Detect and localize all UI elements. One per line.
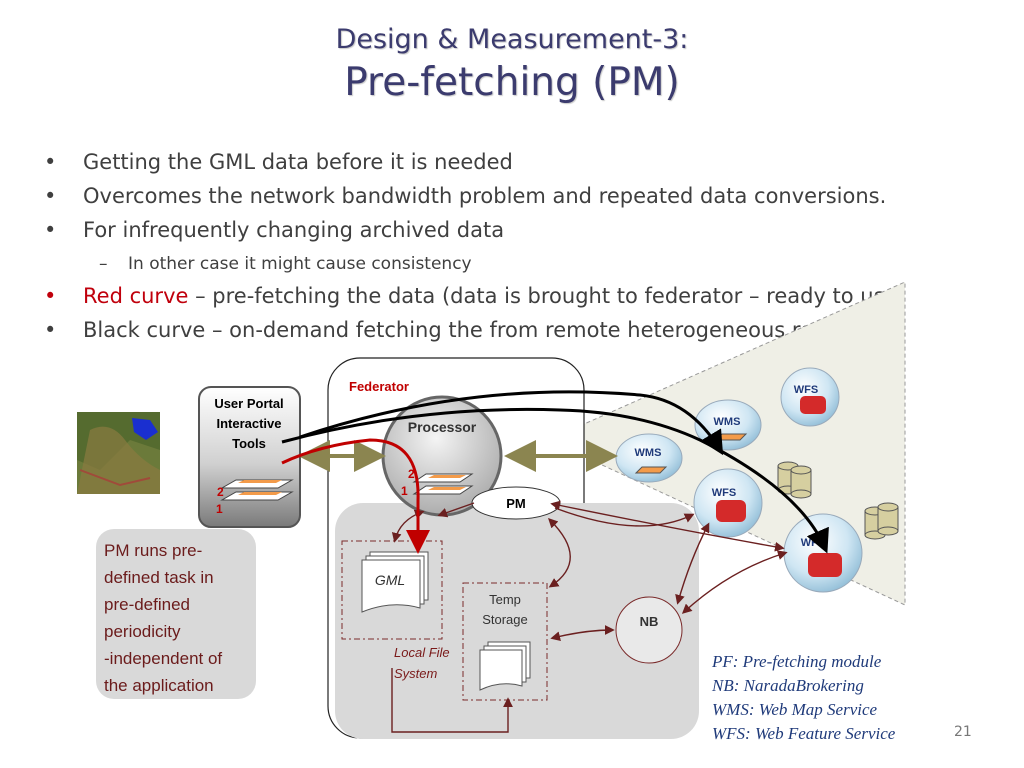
bullet-text: – pre-fetching the data (data is brought… <box>188 284 906 308</box>
temp-documents-icon <box>479 641 531 691</box>
red-curve <box>281 438 430 554</box>
user-portal-label-2: Interactive <box>216 416 281 431</box>
sub-bullet-text: In other case it might cause consistency <box>128 254 472 274</box>
federator-label: Federator <box>349 379 409 394</box>
sub-bullet-item: –In other case it might cause consistenc… <box>99 254 472 274</box>
abbreviation-legend: PF: Pre-fetching module NB: NaradaBroker… <box>712 650 895 746</box>
local-fs-label-1: Local File <box>394 645 450 660</box>
note-line: PM runs pre- <box>104 541 203 560</box>
user-portal-label-3: Tools <box>232 436 266 451</box>
pm-note-box: PM runs pre- defined task in pre-defined… <box>96 529 256 699</box>
gml-documents-icon <box>361 551 429 613</box>
legend-item: WFS: Web Feature Service <box>712 724 896 743</box>
processor-layer-1-label: 1 <box>401 484 408 498</box>
bullet-item: •Getting the GML data before it is neede… <box>44 150 513 174</box>
temp-storage-label-2: Storage <box>482 612 528 627</box>
black-curve-branch <box>299 390 724 456</box>
bullet-text: Getting the GML data before it is needed <box>83 150 513 174</box>
legend-item: NB: NaradaBrokering <box>712 676 864 695</box>
title-line-1: Design & Measurement-3: <box>335 24 689 55</box>
bullet-item: •For infrequently changing archived data <box>44 218 505 242</box>
wfs-server-top <box>780 367 840 427</box>
temp-storage-label-1: Temp <box>489 592 521 607</box>
user-portal-label-1: User Portal <box>214 396 283 411</box>
page-number: 21 <box>954 724 972 740</box>
database-icon-upper <box>777 461 812 499</box>
bullet-item: •Black curve – on-demand fetching the fr… <box>44 318 894 342</box>
wms-mid-label: WMS <box>714 416 741 428</box>
database-icon-lower <box>864 502 899 540</box>
local-file-system-box <box>341 540 443 640</box>
nb-node <box>615 596 683 664</box>
legend-item: WMS: Web Map Service <box>712 700 878 719</box>
nb-label: NB <box>640 614 659 629</box>
black-curve <box>281 407 829 554</box>
satellite-map-image <box>77 412 160 494</box>
wms-left-label: WMS <box>635 447 662 459</box>
bullet-list: •Getting the GML data before it is neede… <box>44 146 1004 348</box>
wfs-server-bottom <box>783 513 863 593</box>
note-line: defined task in <box>104 568 214 587</box>
wfs-mid-label: WFS <box>712 487 736 499</box>
processor-layer-2-label: 2 <box>408 467 415 481</box>
bullet-text: Overcomes the network bandwidth problem … <box>83 184 887 208</box>
portal-layer-1-label: 1 <box>216 502 223 516</box>
bullet-text: Black curve – on-demand fetching the fro… <box>83 318 894 342</box>
note-line: -independent of <box>104 649 223 668</box>
title-line-2: Pre-fetching (PM) <box>344 60 680 105</box>
processor-label: Processor <box>408 419 477 435</box>
note-line: pre-defined <box>104 595 191 614</box>
slide-title: Design & Measurement-3: Pre-fetching (PM… <box>0 22 1024 108</box>
bullet-item: •Overcomes the network bandwidth problem… <box>44 184 887 208</box>
red-curve-label: Red curve <box>83 284 189 308</box>
wfs-top-label: WFS <box>794 384 818 396</box>
portal-layers-icon <box>220 479 294 501</box>
local-fs-label-2: System <box>394 666 438 681</box>
processor-layers-icon <box>412 473 474 495</box>
maroon-connectors <box>391 500 788 733</box>
note-line: periodicity <box>104 622 181 641</box>
wfs-server-mid <box>693 468 763 538</box>
portal-layer-2-label: 2 <box>217 485 224 499</box>
bullet-item: •Red curve – pre-fetching the data (data… <box>44 284 906 308</box>
gml-label: GML <box>375 572 405 588</box>
legend-item: PF: Pre-fetching module <box>712 652 882 671</box>
bullet-text: For infrequently changing archived data <box>83 218 505 242</box>
pm-label: PM <box>506 496 526 511</box>
wms-server-left <box>615 433 683 483</box>
note-line: the application <box>104 676 214 695</box>
